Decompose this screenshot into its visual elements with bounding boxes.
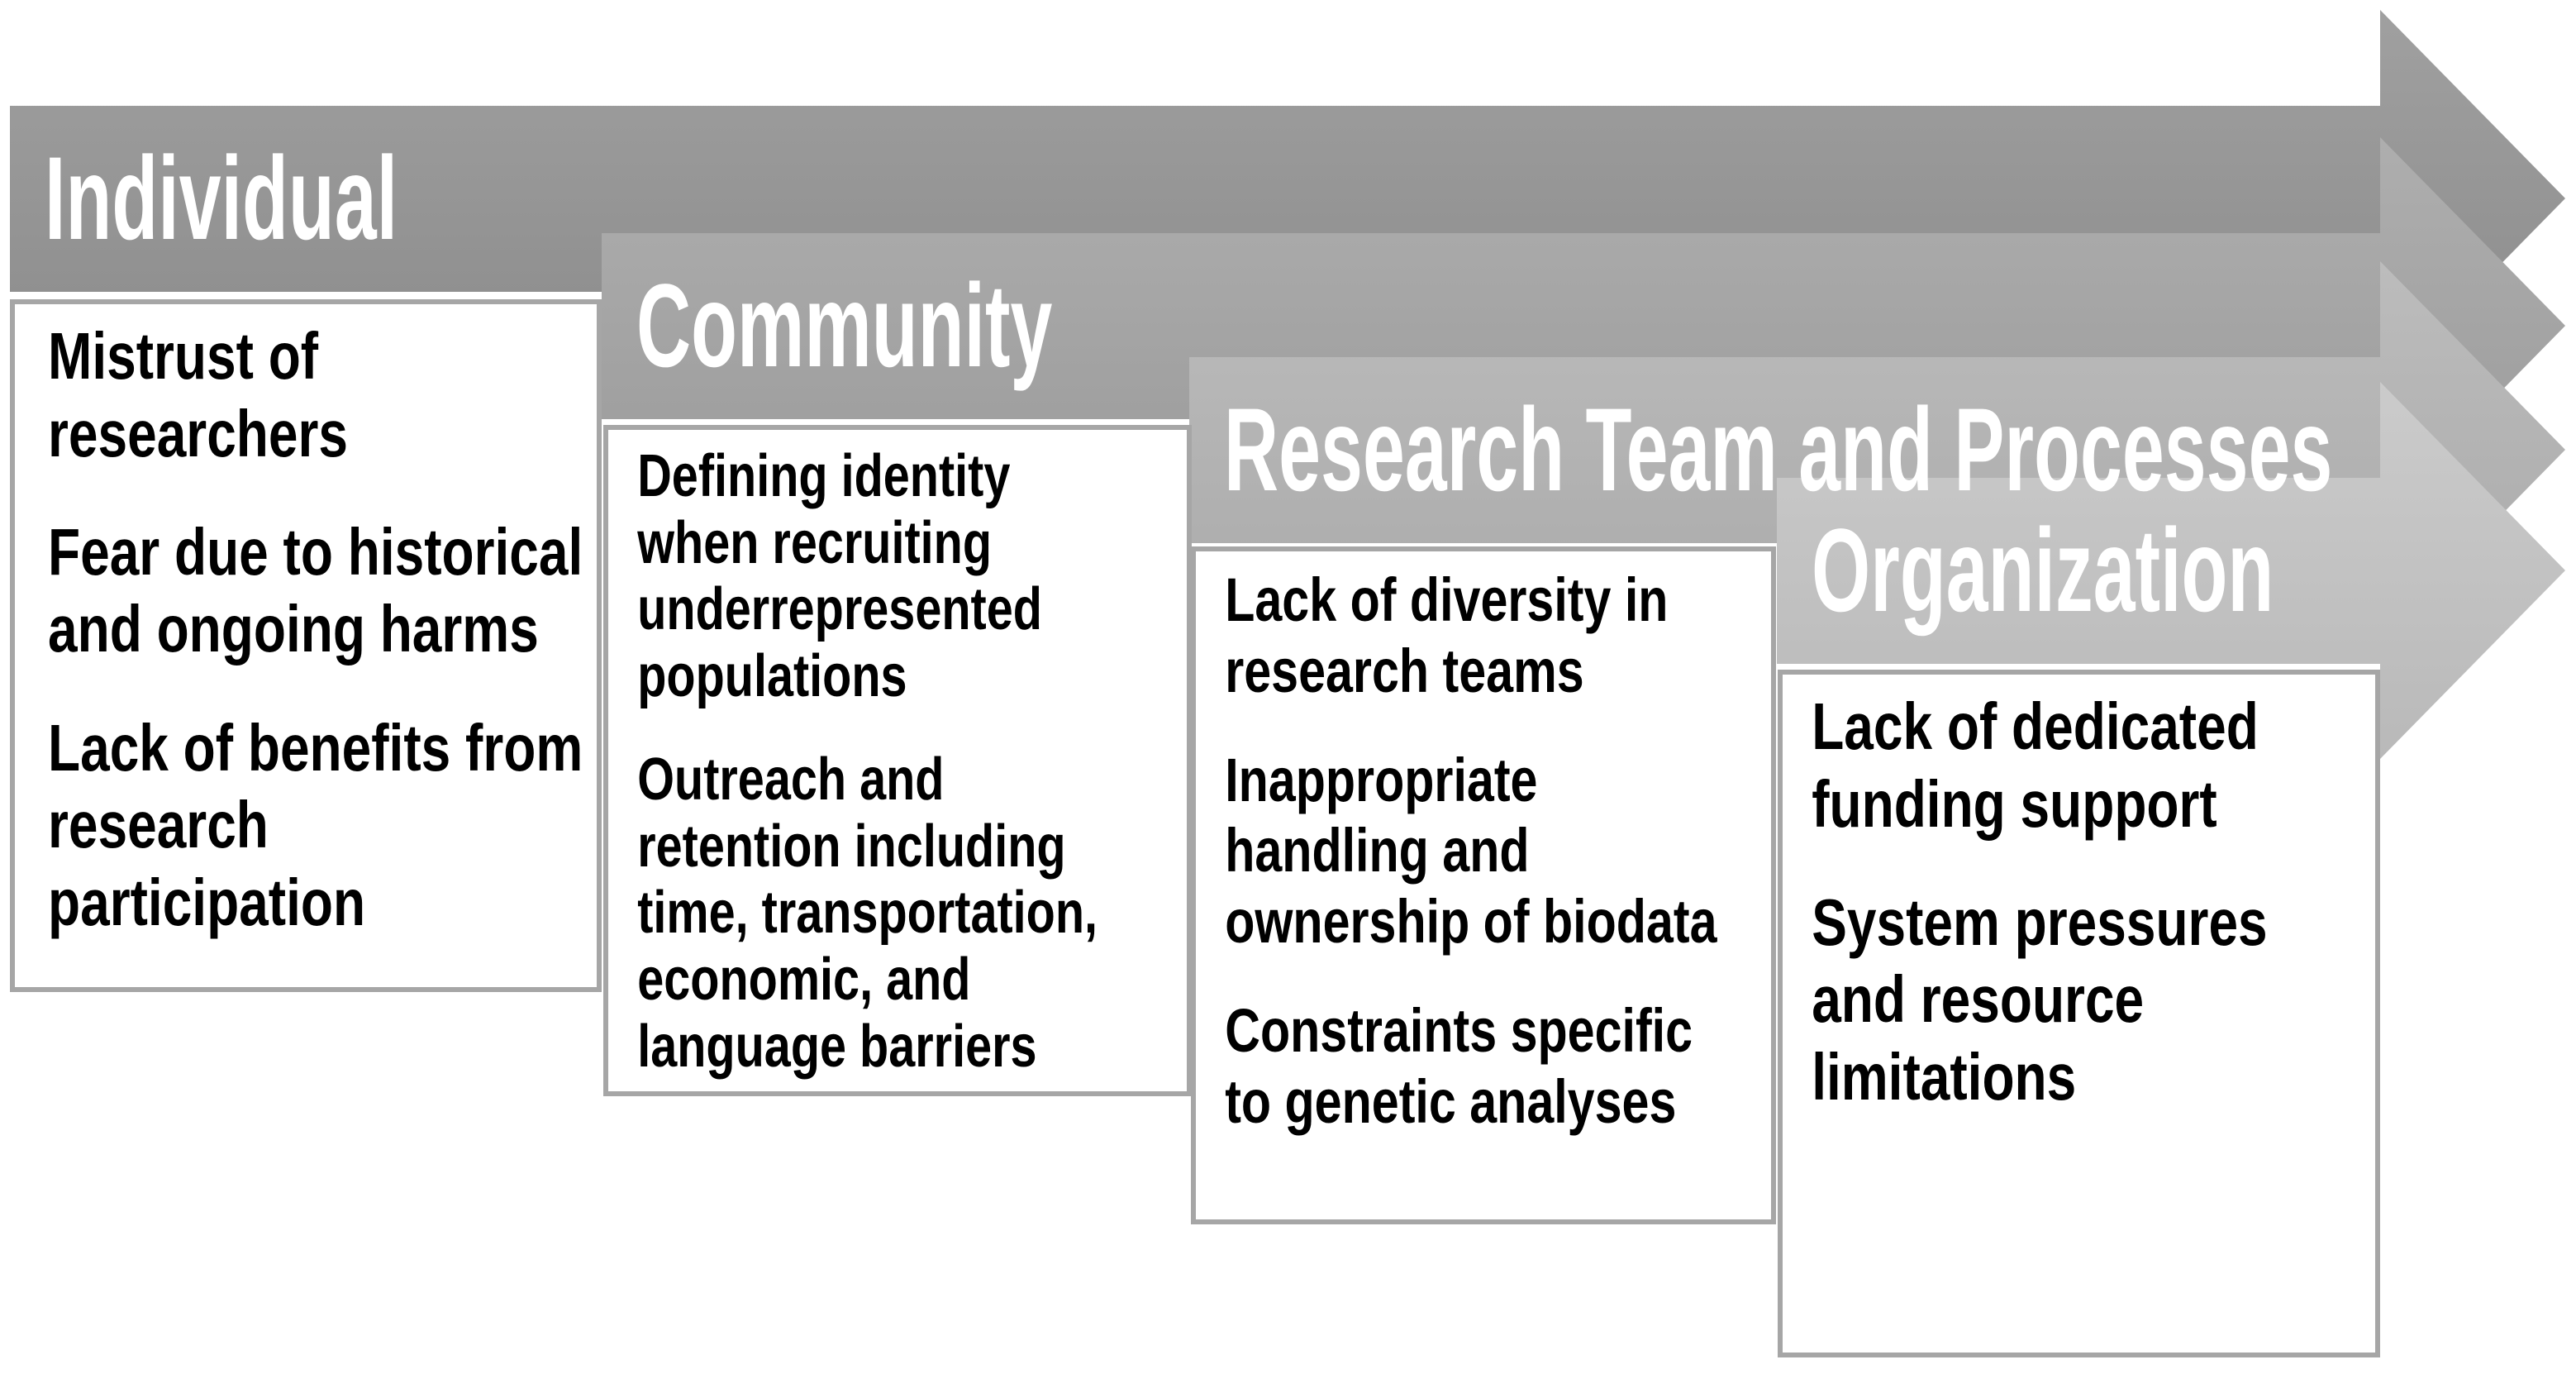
arrow-shape-individual: [10, 10, 2565, 387]
barrier-item: Defining identity when recruiting underr…: [637, 443, 1042, 709]
barrier-item: Mistrust of researchers: [48, 319, 348, 470]
arrow-shape-research-team: [1189, 261, 2565, 638]
barrier-item: System pressures and resource limitation…: [1812, 885, 2268, 1114]
barrier-item: Lack of diversity in research teams: [1225, 565, 1669, 705]
barrier-item: Inappropriate handling and ownership of …: [1225, 745, 1717, 957]
barrier-item: Fear due to historical and ongoing harms: [48, 514, 583, 666]
barrier-item: Constraints specific to genetic analyses: [1225, 995, 1693, 1136]
arrow-shape-organization: [1777, 382, 2565, 759]
barrier-item: Lack of dedicated funding support: [1812, 689, 2259, 841]
barrier-box-community: Defining identity when recruiting underr…: [603, 425, 1192, 1096]
barrier-item: Outreach and retention including time, t…: [637, 747, 1098, 1080]
arrow-shape-community: [602, 137, 2565, 514]
barrier-list-community: Defining identity when recruiting underr…: [608, 430, 1113, 1080]
barrier-item: Lack of benefits from research participa…: [48, 710, 583, 939]
